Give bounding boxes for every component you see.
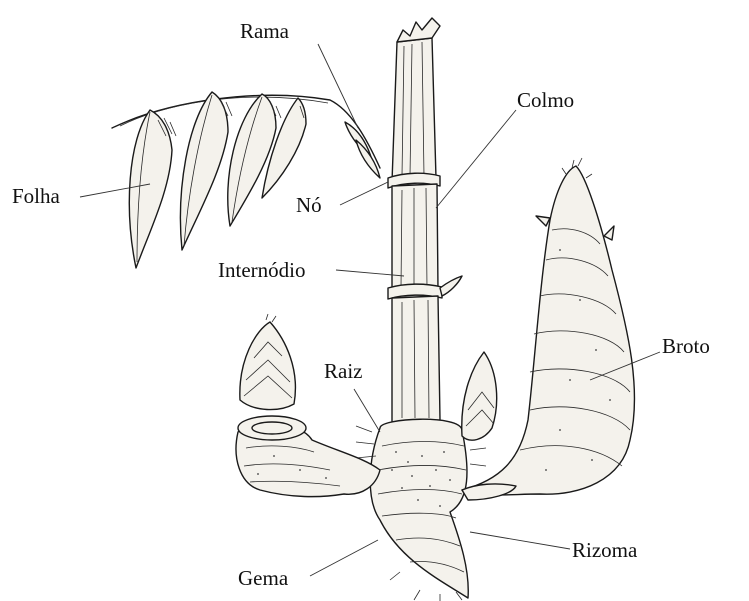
- leader-rama: [318, 44, 358, 128]
- label-gema: Gema: [238, 566, 289, 590]
- label-raiz: Raiz: [324, 359, 362, 383]
- label-rama: Rama: [240, 19, 290, 43]
- culm: [388, 18, 462, 422]
- label-broto: Broto: [662, 334, 710, 358]
- leader-rizoma: [470, 532, 570, 549]
- label-colmo: Colmo: [517, 88, 574, 112]
- leaf-group: [129, 92, 306, 268]
- label-folha: Folha: [12, 184, 61, 208]
- leader-raiz: [354, 389, 380, 432]
- leader-colmo: [436, 110, 516, 208]
- label-internodio: Internódio: [218, 258, 305, 282]
- label-no: Nó: [296, 193, 322, 217]
- label-rizoma: Rizoma: [572, 538, 638, 562]
- leader-no: [340, 182, 388, 205]
- branch-with-leaves: [112, 92, 380, 268]
- leader-gema: [310, 540, 378, 576]
